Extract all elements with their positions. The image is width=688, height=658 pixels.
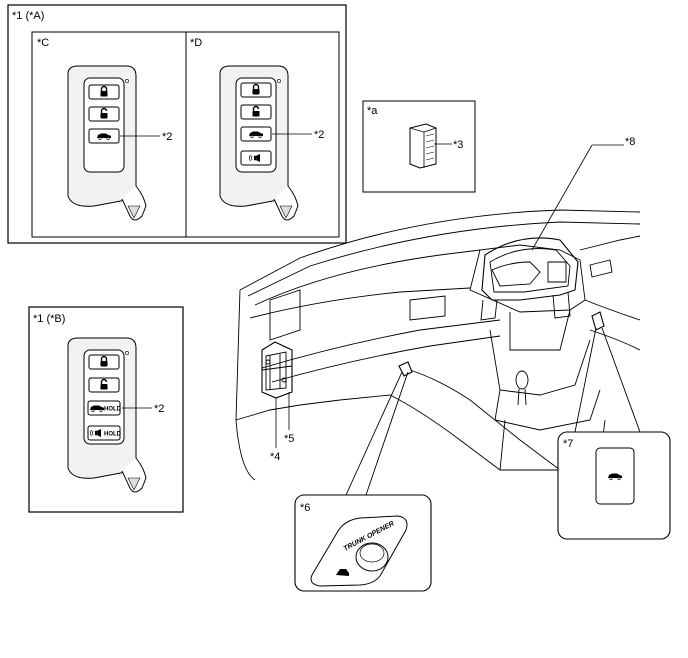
trunk-hold-label: HOLD [104, 407, 122, 413]
receiver-callout: *3 [453, 139, 463, 151]
key-a-frame [7, 4, 347, 244]
opener-switch-callout: *6 [300, 502, 310, 514]
trunk-button-b-callout: *2 [154, 403, 164, 415]
receiver-module [409, 123, 437, 169]
panic-hold-button[interactable] [87, 425, 121, 441]
meter-callout: *8 [625, 136, 635, 148]
trunk-opener-switch: TRUNK OPENER [310, 515, 408, 587]
key-b-callout: *1 (*B) [33, 313, 65, 325]
vehicle-interior [235, 209, 641, 481]
key-fob-c [67, 65, 147, 221]
ecu-4-callout: *4 [270, 451, 280, 463]
trunk-button-d-callout: *2 [314, 129, 324, 141]
key-fob-b: HOLD HOLD [67, 337, 147, 493]
trunk-button-c-callout: *2 [162, 131, 172, 143]
ecu-5-callout: *5 [284, 433, 294, 445]
key-a-callout: *1 (*A) [12, 10, 44, 22]
trunk-icon [336, 569, 349, 576]
panel-d-callout: *D [190, 37, 202, 49]
panic-hold-label: HOLD [104, 432, 122, 438]
panel-a-lower-callout: *a [367, 105, 378, 117]
panel-d-frame [185, 31, 340, 238]
panel-c-callout: *C [37, 37, 49, 49]
trunk-switch-callout: *7 [563, 438, 573, 450]
receiver-frame [362, 100, 476, 193]
key-fob-d [219, 65, 299, 221]
key-b-frame [28, 306, 184, 513]
